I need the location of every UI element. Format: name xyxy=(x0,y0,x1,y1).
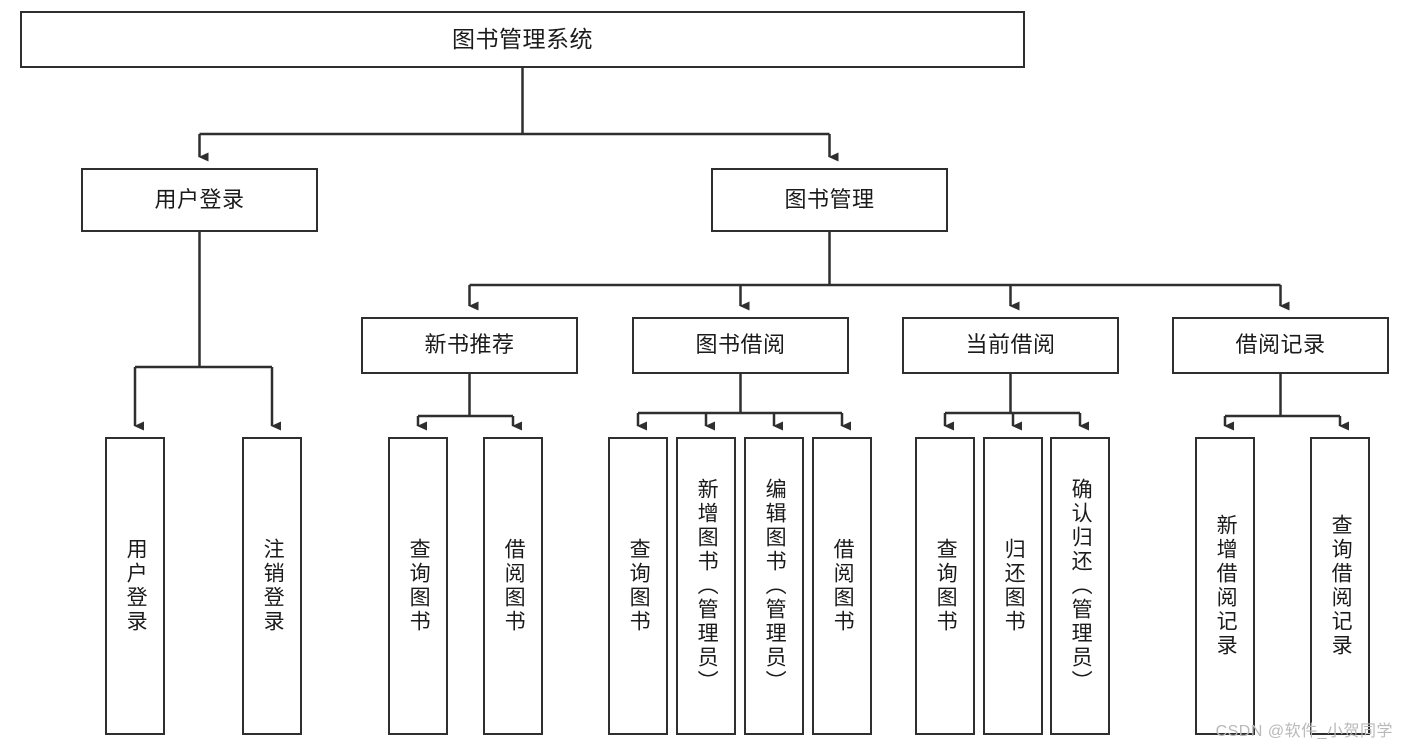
leaf-query-borrow-record[interactable]: 查询借阅记录 xyxy=(1310,437,1370,735)
node-label: 查询图书 xyxy=(934,538,958,634)
node-label: 用户登录 xyxy=(124,538,148,634)
node-label: 新增借阅记录 xyxy=(1214,514,1238,658)
node-new-book-recommend[interactable]: 新书推荐 xyxy=(361,317,578,374)
node-label: 图书借阅 xyxy=(695,332,786,358)
watermark-text: CSDN @软件_小贺同学 xyxy=(1215,723,1393,740)
node-label: 归还图书 xyxy=(1002,538,1026,634)
node-book-borrow[interactable]: 图书借阅 xyxy=(632,317,849,374)
node-label: 确认归还（管理员） xyxy=(1069,478,1093,694)
leaf-confirm-return-admin[interactable]: 确认归还（管理员） xyxy=(1050,437,1110,735)
leaf-user-login[interactable]: 用户登录 xyxy=(105,437,165,735)
node-label: 图书管理 xyxy=(784,186,875,212)
leaf-return-book[interactable]: 归还图书 xyxy=(983,437,1043,735)
leaf-query-book-recommend[interactable]: 查询图书 xyxy=(388,437,448,735)
node-label: 借阅记录 xyxy=(1235,332,1326,358)
node-user-login[interactable]: 用户登录 xyxy=(81,168,318,232)
node-label: 借阅图书 xyxy=(831,538,855,634)
node-root[interactable]: 图书管理系统 xyxy=(20,11,1025,68)
node-label: 借阅图书 xyxy=(502,538,526,634)
leaf-borrow-book-recommend[interactable]: 借阅图书 xyxy=(483,437,543,735)
node-current-borrow[interactable]: 当前借阅 xyxy=(902,317,1119,374)
node-label: 当前借阅 xyxy=(965,332,1056,358)
node-label: 新增图书（管理员） xyxy=(695,478,719,694)
leaf-add-book-admin[interactable]: 新增图书（管理员） xyxy=(676,437,736,735)
node-book-management[interactable]: 图书管理 xyxy=(711,168,948,232)
leaf-query-book-borrow[interactable]: 查询图书 xyxy=(608,437,668,735)
node-label: 编辑图书（管理员） xyxy=(763,478,787,694)
node-label: 查询图书 xyxy=(627,538,651,634)
node-borrow-records[interactable]: 借阅记录 xyxy=(1172,317,1389,374)
node-label: 图书管理系统 xyxy=(452,25,593,52)
node-label: 用户登录 xyxy=(154,186,245,212)
node-label: 查询图书 xyxy=(407,538,431,634)
node-label: 注销登录 xyxy=(261,538,285,634)
node-label: 新书推荐 xyxy=(424,332,515,358)
leaf-query-book-current[interactable]: 查询图书 xyxy=(915,437,975,735)
node-label: 查询借阅记录 xyxy=(1329,514,1353,658)
leaf-logout[interactable]: 注销登录 xyxy=(242,437,302,735)
leaf-borrow-book[interactable]: 借阅图书 xyxy=(812,437,872,735)
leaf-edit-book-admin[interactable]: 编辑图书（管理员） xyxy=(744,437,804,735)
leaf-add-borrow-record[interactable]: 新增借阅记录 xyxy=(1195,437,1255,735)
